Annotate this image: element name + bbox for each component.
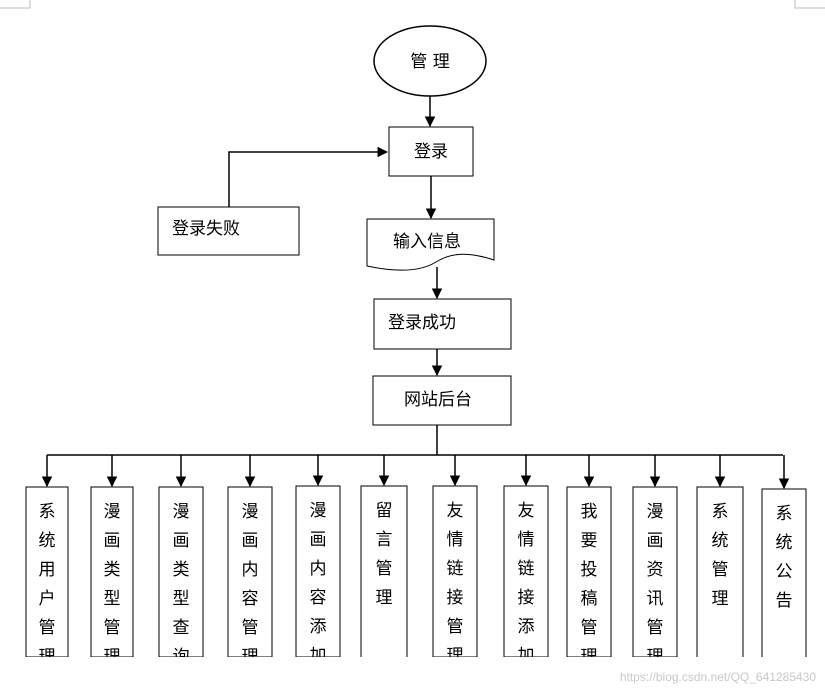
module-row: 系统用户管理 漫画类型管理 漫画类型查询 漫画内容管理 漫画内容添加 留言管理 友情链接管理…: [25, 455, 807, 667]
module-label-7: 友情链接管理: [447, 501, 464, 666]
module-box-7: [432, 485, 478, 657]
module-box-2: [90, 486, 134, 657]
module-label-5: 漫画内容添加: [310, 501, 327, 666]
node-login-fail-label: 登录失败: [172, 219, 240, 239]
watermark-text: https://blog.csdn.net/QQ_641285430: [620, 670, 816, 684]
module-box-10: [632, 486, 678, 657]
module-box-6: [360, 485, 408, 657]
module-label-2: 漫画类型管理: [104, 502, 121, 667]
module-label-11: 系统管理: [712, 502, 729, 609]
node-input-info-label: 输入信息: [393, 232, 461, 252]
module-box-3: [158, 486, 204, 657]
node-login-fail-box: [157, 206, 300, 256]
page-corner-mark-left: [0, 0, 31, 9]
module-box-9: [566, 486, 612, 657]
node-backend-label: 网站后台: [404, 390, 472, 410]
node-input-info-shape: [366, 218, 495, 271]
module-label-8: 友情链接添加: [518, 501, 535, 666]
module-label-9: 我要投稿管理: [581, 502, 598, 667]
module-box-1: [25, 486, 69, 657]
node-manage-label: 管 理: [410, 52, 449, 72]
module-label-12: 系统公告: [776, 504, 793, 611]
module-box-5: [295, 485, 341, 657]
module-box-8: [503, 485, 549, 657]
module-box-12: [761, 488, 807, 657]
node-login-box: [388, 126, 474, 177]
node-login-success-box: [373, 298, 512, 350]
module-box-11: [696, 486, 744, 657]
module-label-4: 漫画内容管理: [242, 502, 259, 667]
arrow-fail-to-login: [228, 146, 389, 207]
page-corner-mark-right: [794, 0, 825, 9]
module-label-1: 系统用户管理: [39, 502, 56, 667]
node-backend-box: [372, 375, 512, 426]
module-label-6: 留言管理: [376, 501, 393, 608]
module-box-4: [227, 486, 273, 657]
node-login-success-label: 登录成功: [388, 313, 456, 333]
module-label-10: 漫画资讯管理: [647, 502, 664, 667]
node-login-label: 登录: [414, 142, 448, 162]
module-label-3: 漫画类型查询: [173, 502, 190, 667]
